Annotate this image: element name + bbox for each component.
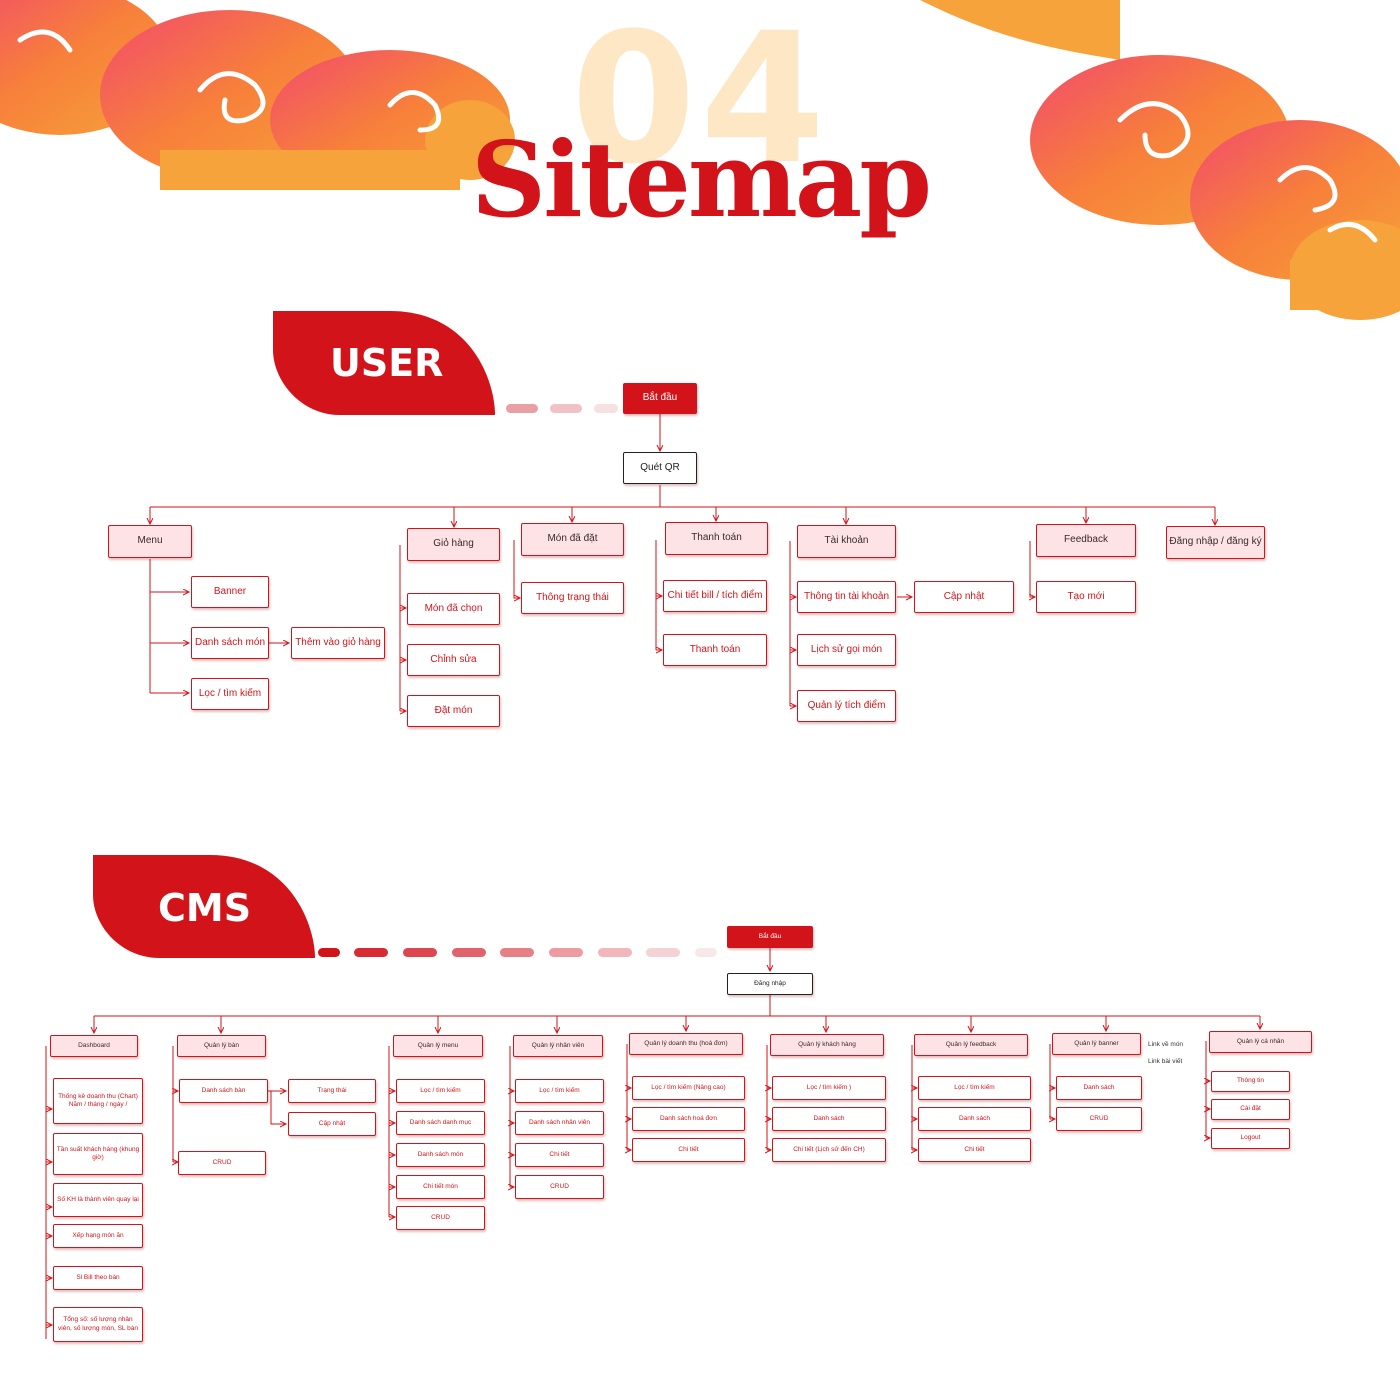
staff-item: CRUD bbox=[515, 1175, 604, 1199]
create-feedback-node: Tạo mới bbox=[1036, 581, 1136, 613]
personal-item: Thông tin bbox=[1211, 1071, 1290, 1092]
customer-item: Chi tiết (Lịch sử đến CH) bbox=[772, 1138, 886, 1162]
payment-node: Thanh toán bbox=[665, 522, 768, 555]
user-connectors bbox=[150, 414, 1215, 711]
dashboard-item: Xếp hạng món ăn bbox=[53, 1224, 143, 1248]
menu-item: CRUD bbox=[396, 1206, 485, 1230]
banner-note: Link bài viết bbox=[1148, 1058, 1183, 1065]
user-dash-connector bbox=[506, 404, 618, 413]
customer-management-node: Quản lý khách hàng bbox=[770, 1034, 884, 1056]
feedback-item: Chi tiết bbox=[918, 1138, 1031, 1162]
menu-item: Lọc / tìm kiếm bbox=[396, 1079, 485, 1103]
dashboard-item: Số KH là thành viên quay lại bbox=[53, 1183, 143, 1217]
cms-section-label: CMS bbox=[158, 886, 252, 930]
cms-login-node: Đăng nhập bbox=[727, 973, 813, 995]
order-status-node: Thông trạng thái bbox=[521, 582, 624, 614]
user-section-label: USER bbox=[330, 341, 444, 385]
cms-connectors bbox=[45, 948, 1260, 1339]
dashboard-item: Tần suất khách hàng (khung giờ) bbox=[53, 1133, 143, 1175]
table-crud-node: CRUD bbox=[178, 1151, 266, 1175]
staff-item: Danh sách nhân viên bbox=[515, 1111, 604, 1135]
feedback-node: Feedback bbox=[1036, 524, 1136, 557]
dashboard-item: Sl Bill theo bàn bbox=[53, 1266, 143, 1290]
table-update-node: Cập nhật bbox=[288, 1112, 376, 1136]
menu-item: Danh sách món bbox=[396, 1143, 485, 1167]
selected-dishes-node: Món đã chọn bbox=[407, 593, 500, 625]
revenue-management-node: Quản lý doanh thu (hoá đơn) bbox=[629, 1033, 743, 1055]
bill-detail-node: Chi tiết bill / tích điểm bbox=[663, 580, 767, 612]
add-to-cart-node: Thêm vào giỏ hàng bbox=[291, 627, 385, 659]
feedback-management-node: Quản lý feedback bbox=[914, 1034, 1028, 1056]
account-node: Tài khoản bbox=[797, 525, 896, 558]
table-management-node: Quản lý bàn bbox=[177, 1035, 266, 1057]
table-status-node: Trạng thái bbox=[288, 1079, 376, 1103]
menu-item: Danh sách danh mục bbox=[396, 1111, 485, 1135]
banner-node: Banner bbox=[191, 576, 269, 608]
banner-item: CRUD bbox=[1056, 1107, 1142, 1131]
account-update-node: Cập nhật bbox=[914, 581, 1014, 613]
edit-node: Chỉnh sửa bbox=[407, 644, 500, 676]
cloud-left-decoration bbox=[0, 0, 515, 190]
cms-dash-connector bbox=[318, 948, 717, 957]
dashboard-item: Thống kê doanh thu (Chart) Năm / tháng /… bbox=[53, 1078, 143, 1124]
staff-item: Chi tiết bbox=[515, 1143, 604, 1167]
banner-note: Link về món bbox=[1148, 1041, 1184, 1048]
section-number: 04 bbox=[570, 0, 830, 204]
user-start-node: Bắt đầu bbox=[623, 383, 697, 414]
personal-item: Logout bbox=[1211, 1128, 1290, 1149]
menu-node: Menu bbox=[108, 525, 192, 558]
account-info-node: Thông tin tài khoản bbox=[797, 581, 896, 613]
dish-list-node: Danh sách món bbox=[191, 627, 269, 659]
revenue-item: Danh sách hoá đơn bbox=[632, 1107, 745, 1131]
revenue-item: Lọc / tìm kiếm (Nâng cao) bbox=[632, 1076, 745, 1100]
personal-item: Cài đặt bbox=[1211, 1099, 1290, 1120]
feedback-item: Danh sách bbox=[918, 1107, 1031, 1131]
revenue-item: Chi tiết bbox=[632, 1138, 745, 1162]
staff-item: Lọc / tìm kiếm bbox=[515, 1079, 604, 1103]
menu-management-node: Quản lý menu bbox=[393, 1035, 483, 1057]
scan-qr-node: Quét QR bbox=[623, 452, 697, 484]
filter-search-node: Lọc / tìm kiếm bbox=[191, 678, 269, 710]
customer-item: Danh sách bbox=[772, 1107, 886, 1131]
banner-management-node: Quản lý banner bbox=[1052, 1033, 1141, 1055]
customer-item: Lọc / tìm kiếm ) bbox=[772, 1076, 886, 1100]
cms-section-tab bbox=[93, 855, 315, 958]
feedback-item: Lọc / tìm kiếm bbox=[918, 1076, 1031, 1100]
dashboard-node: Dashboard bbox=[50, 1035, 138, 1057]
banner-item: Danh sách bbox=[1056, 1076, 1142, 1100]
ordered-dishes-node: Món đã đặt bbox=[521, 523, 624, 556]
order-node: Đặt món bbox=[407, 695, 500, 727]
cms-start-node: Bắt đầu bbox=[727, 926, 813, 948]
dashboard-item: Tổng số: số lượng nhân viên, số lượng mó… bbox=[53, 1307, 143, 1342]
cloud-right-decoration bbox=[920, 0, 1400, 320]
staff-management-node: Quản lý nhân viên bbox=[513, 1035, 603, 1057]
page-title: Sitemap bbox=[471, 118, 932, 241]
pay-node: Thanh toán bbox=[663, 634, 767, 666]
menu-item: Chi tiết món bbox=[396, 1175, 485, 1199]
login-register-node: Đăng nhập / đăng ký bbox=[1166, 526, 1265, 559]
order-history-node: Lịch sử gọi món bbox=[797, 634, 896, 666]
table-list-node: Danh sách bàn bbox=[179, 1079, 268, 1103]
cart-node: Giỏ hàng bbox=[407, 528, 500, 561]
points-management-node: Quản lý tích điểm bbox=[797, 690, 896, 722]
user-section-tab bbox=[273, 311, 495, 415]
personal-management-node: Quản lý cá nhân bbox=[1209, 1031, 1312, 1053]
